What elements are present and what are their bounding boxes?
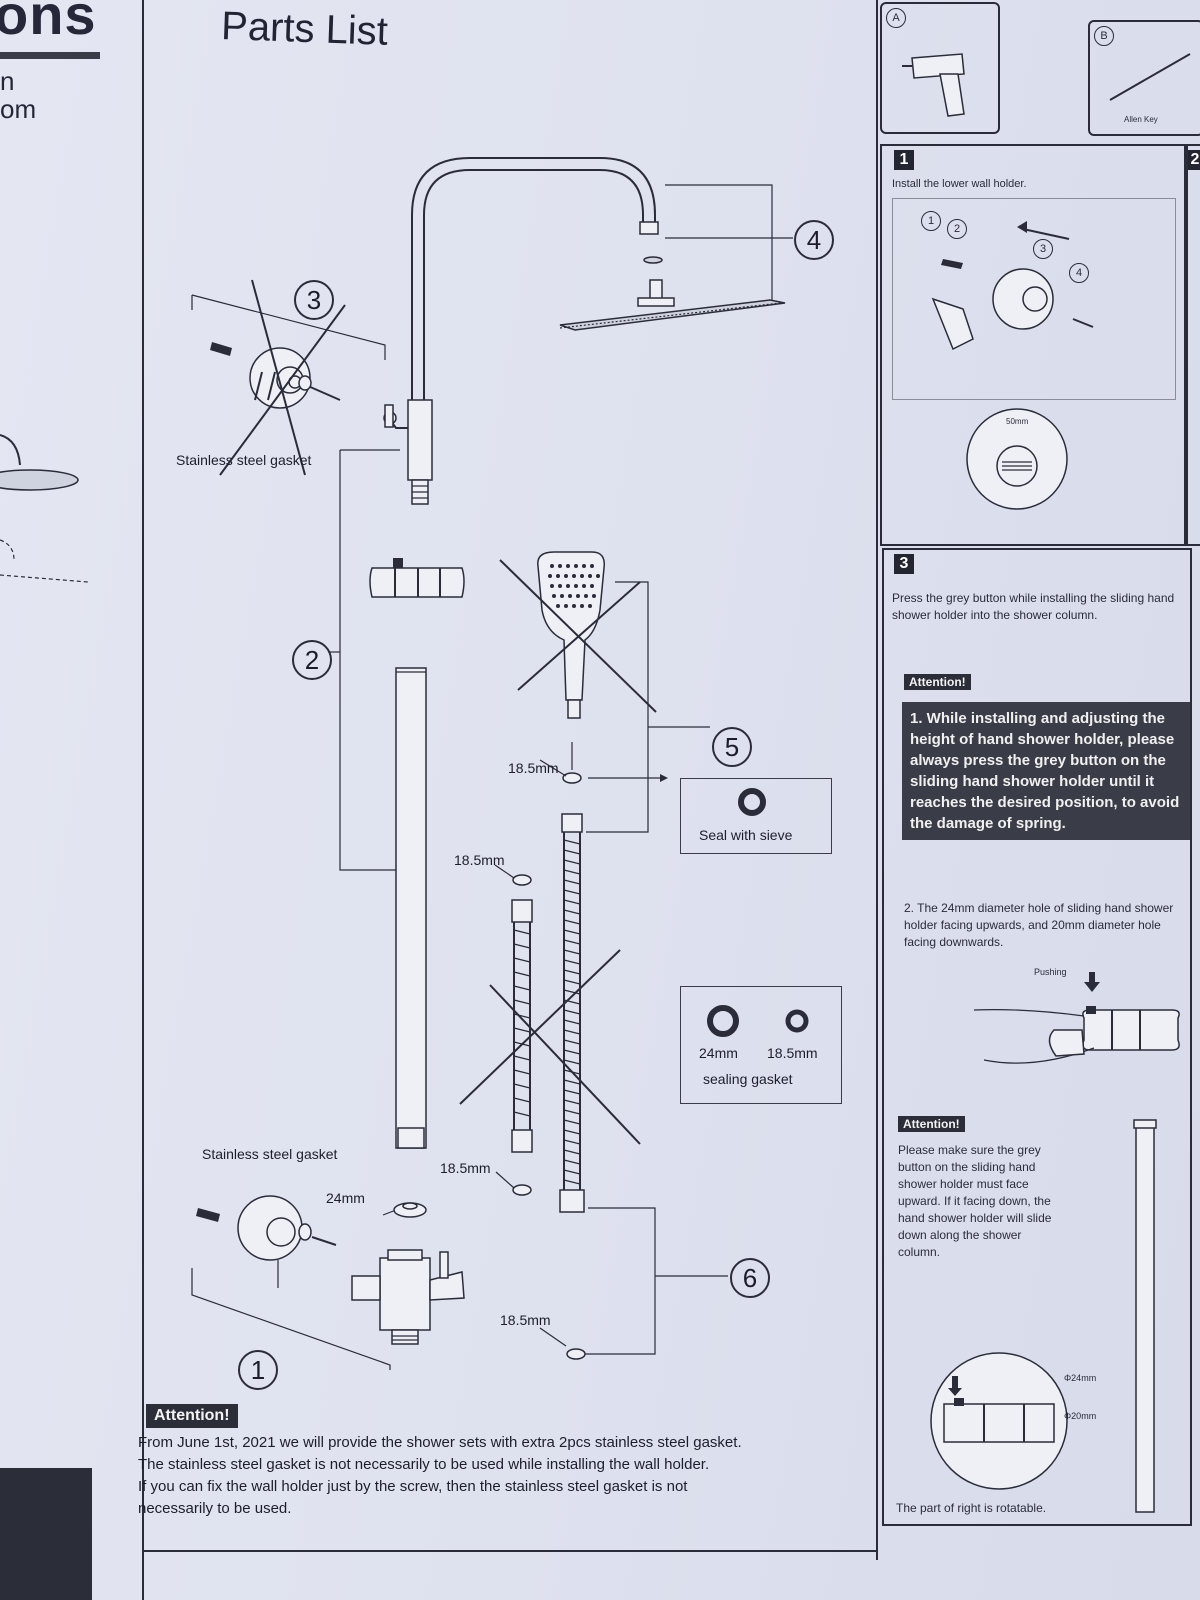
callout-1: 1 [238,1350,278,1390]
attention-line-1: From June 1st, 2021 we will provide the … [138,1434,742,1451]
column-tube-illustration [1133,1119,1157,1513]
step-1-panel: 1 Install the lower wall holder. 1 2 3 4… [880,144,1186,546]
label-dim-18-5-d: 18.5mm [500,1312,551,1328]
dia-20-label: Φ20mm [1064,1411,1097,1421]
sealing-gasket-box: 24mm 18.5mm sealing gasket [680,986,842,1104]
step-1-illustration [931,221,1094,351]
label-gasket-top: Stainless steel gasket [176,452,312,468]
allen-key-label: Allen Key [1124,115,1158,124]
tool-b-panel: B Allen Key [1088,20,1200,136]
pushing-illustration [973,972,1180,1064]
left-dark-footer [0,1468,92,1600]
drill-icon [902,53,965,117]
attention-line-3: If you can fix the wall holder just by t… [138,1478,688,1495]
attention-badge: Attention! [146,1404,238,1428]
label-gasket-bottom: Stainless steel gasket [202,1146,338,1162]
step-3-attention-2-badge: Attention! [898,1116,965,1132]
step-3-panel: 3 Press the grey button while installing… [882,548,1192,1526]
tool-b-marker: B [1094,26,1114,46]
left-title-underline [0,52,100,59]
step-3-attention-note: 2. The 24mm diameter hole of sliding han… [904,901,1174,949]
step-1-marker-1: 1 [921,211,941,231]
callout-4: 4 [794,220,834,260]
label-seal-with-sieve: Seal with sieve [699,827,793,843]
label-sealing-gasket: sealing gasket [703,1071,793,1087]
step-3-attention-badge: Attention! [904,674,971,690]
label-dim-18-5-b: 18.5mm [454,852,505,868]
step-1-marker-4: 4 [1069,263,1089,283]
attention-line-4: necessarily to be used. [138,1500,292,1517]
seal-with-sieve-box: Seal with sieve [680,778,832,854]
label-dim-24: 24mm [326,1190,365,1206]
step-1-number: 1 [894,150,914,170]
left-line-1: n [0,66,15,96]
callout-6: 6 [730,1258,770,1298]
step-1-detail-label: 50mm [1006,417,1029,426]
step-2-panel-edge: 2 [1186,144,1200,546]
label-dim-18-5-a: 18.5mm [508,760,559,776]
step-1-text: Install the lower wall holder. [892,178,1027,190]
left-title-fragment: ons [0,0,97,46]
attention-line-2: The stainless steel gasket is not necess… [138,1456,710,1473]
label-gasket-18-5: 18.5mm [767,1045,818,1061]
seal-ring-icon [738,788,766,816]
rotatable-note: The part of right is rotatable. [896,1501,1047,1515]
parts-diagram [191,157,793,1370]
label-dim-18-5-c: 18.5mm [440,1160,491,1176]
step-3-text: Press the grey button while installing t… [892,591,1175,622]
callout-5: 5 [712,727,752,767]
step-3-number: 3 [894,554,914,574]
step-3-attention-block: 1. While installing and adjusting the he… [902,702,1190,840]
allen-key-icon [1109,53,1191,101]
bottom-rule [142,1550,878,1552]
left-shower-head-sketch [0,434,89,583]
column-divider-left [142,0,144,1600]
left-line-2: om [0,94,37,124]
callout-2: 2 [292,640,332,680]
dia-24-label: Φ24mm [1064,1373,1097,1383]
pushing-label: Pushing [1034,967,1067,977]
step-1-marker-2: 2 [947,219,967,239]
tool-a-panel: A [880,2,1000,134]
gasket-rings-icon [707,1005,809,1037]
attention-notice: From June 1st, 2021 we will provide the … [138,1432,874,1520]
tool-a-marker: A [886,8,906,28]
step-1-detail-circle [966,408,1068,510]
column-divider-right [876,0,878,1560]
step-3-attention-2-text: Please make sure the grey button on the … [898,1143,1052,1259]
parts-list-title: Parts List [220,4,389,54]
step-1-wall-image: 1 2 3 4 [892,198,1176,400]
callout-3: 3 [294,280,334,320]
step-2-number: 2 [1188,150,1200,170]
label-gasket-24: 24mm [699,1045,738,1061]
holder-detail-circle [930,1352,1068,1490]
step-1-marker-3: 3 [1033,239,1053,259]
